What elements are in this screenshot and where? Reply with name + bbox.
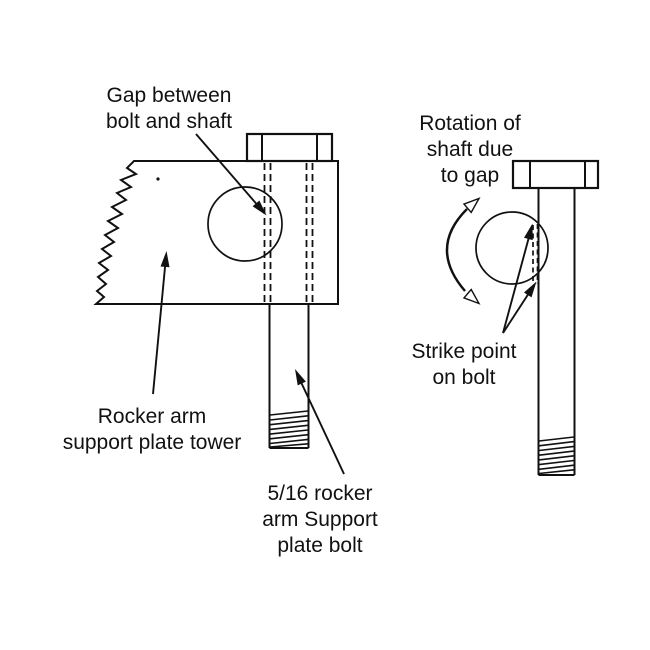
strike-label-line: on bolt xyxy=(432,366,496,389)
tower-label-line: support plate tower xyxy=(62,431,242,454)
strike-label-line: Strike point xyxy=(411,340,517,363)
rotation-arrowhead-up xyxy=(462,197,481,214)
right-bolt-threads xyxy=(538,436,575,475)
right-bolt-head xyxy=(511,159,600,190)
rotation-arrowhead-down xyxy=(462,288,481,305)
rotating-shaft-circle xyxy=(475,211,549,285)
strike-label: Strike point on bolt xyxy=(354,339,574,391)
rotation-label-line: Rotation of xyxy=(419,112,521,135)
rotation-label: Rotation of shaft due to gap xyxy=(360,111,580,189)
rotation-arc xyxy=(445,208,468,292)
gap-leader-arrowhead xyxy=(252,200,267,216)
strike-leader-line-upper xyxy=(502,236,530,334)
tower-label-line: Rocker arm xyxy=(97,405,207,428)
bolt516-leader-arrowhead xyxy=(295,369,306,386)
bolt516-label: 5/16 rocker arm Support plate bolt xyxy=(210,481,430,559)
left-bolt-threads xyxy=(269,410,309,448)
bolt516-label-line: plate bolt xyxy=(277,534,363,557)
strike-leader-line-lower xyxy=(502,292,530,334)
strike-leader-arrowhead-lower xyxy=(524,281,537,298)
rotation-label-line: to gap xyxy=(440,164,500,187)
bolt516-leader-line xyxy=(299,379,345,475)
tower-label: Rocker arm support plate tower xyxy=(32,404,272,456)
shaft-circle xyxy=(207,186,283,262)
bolt516-label-line: arm Support xyxy=(262,508,378,531)
tower-leader-arrowhead xyxy=(160,251,170,268)
gap-label-line: bolt and shaft xyxy=(105,110,233,133)
gap-leader-line xyxy=(195,133,261,209)
rotation-label-line: shaft due xyxy=(426,138,514,161)
bolt516-label-line: 5/16 rocker xyxy=(267,482,373,505)
plate-speck-dot xyxy=(156,177,160,181)
strike-leader-arrowhead-upper xyxy=(524,223,533,241)
gap-label-line: Gap between xyxy=(106,84,232,107)
tower-leader-line xyxy=(152,262,167,395)
left-bolt-head xyxy=(245,132,334,163)
gap-label: Gap between bolt and shaft xyxy=(59,83,279,135)
support-plate-outline xyxy=(93,160,339,305)
